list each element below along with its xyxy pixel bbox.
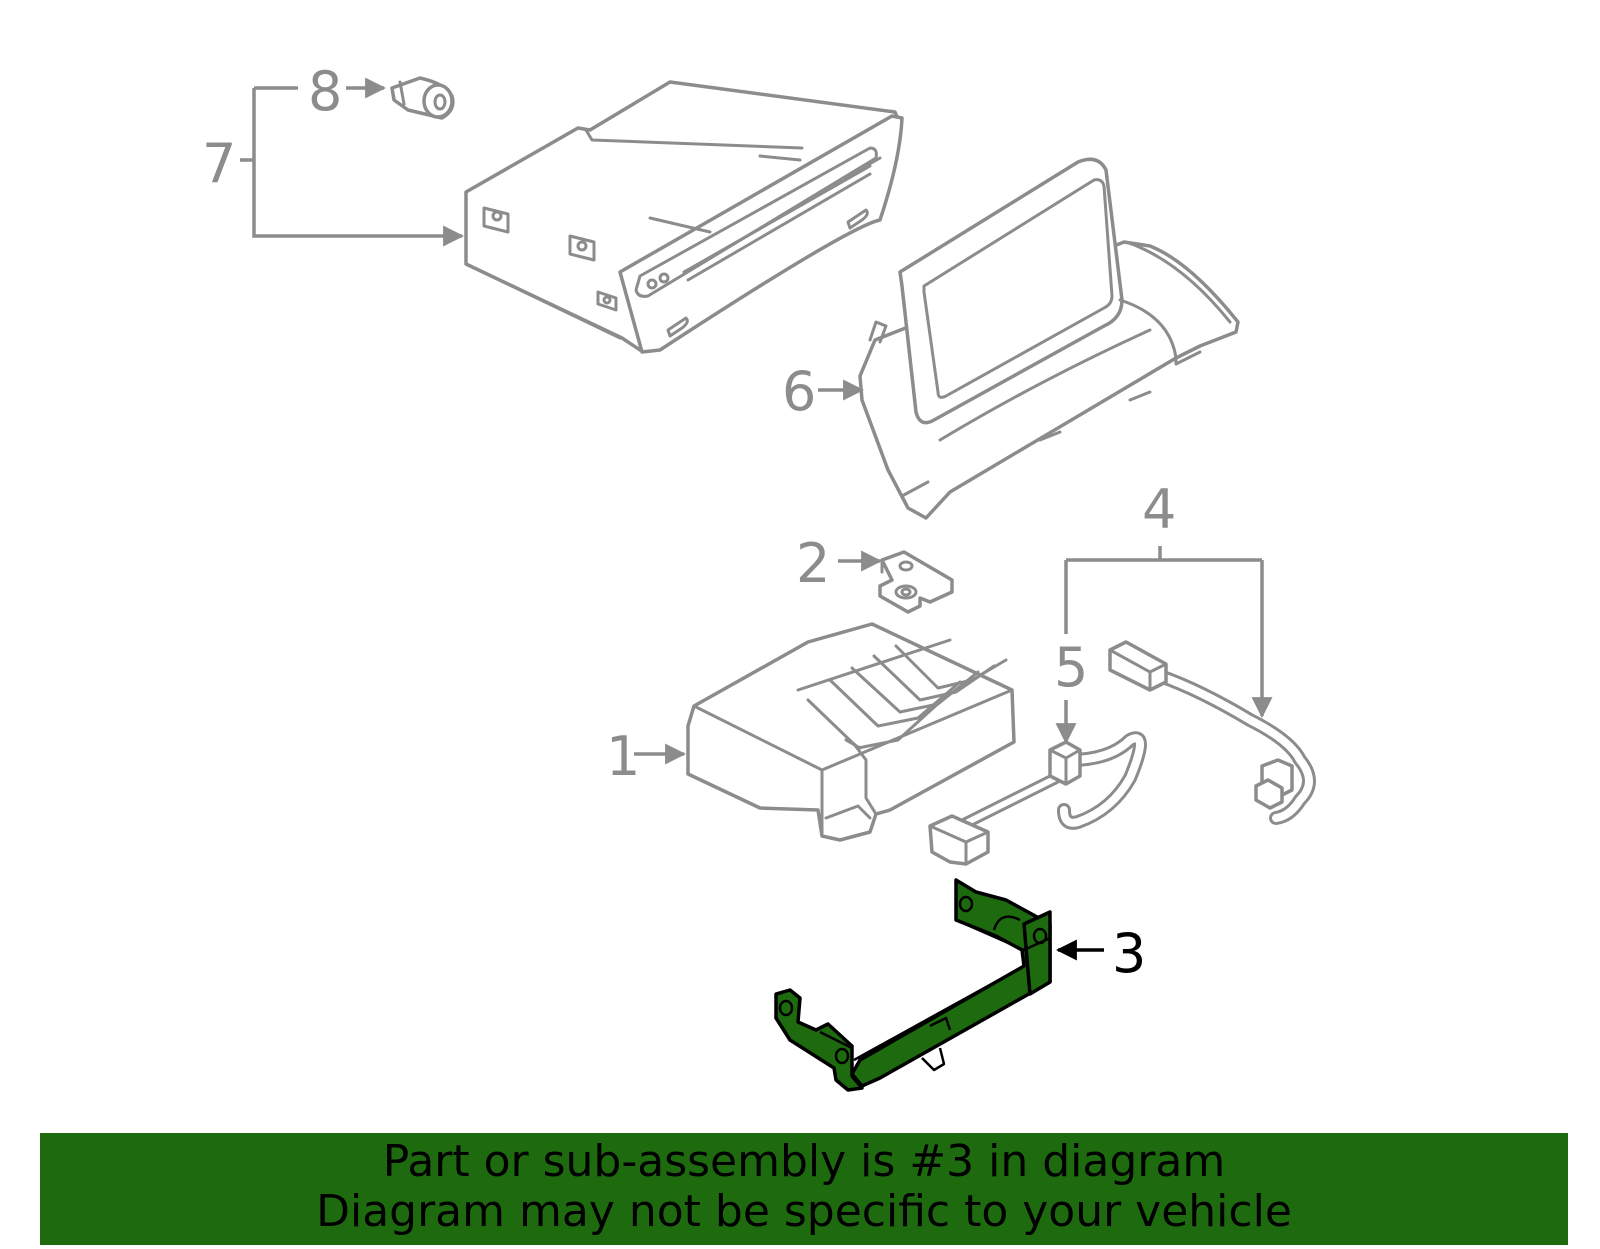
part-2-bracket bbox=[878, 550, 954, 614]
part-8-knob bbox=[390, 76, 455, 120]
callout-2: 2 bbox=[796, 532, 830, 595]
part-6-display bbox=[858, 157, 1240, 520]
callout-1: 1 bbox=[606, 725, 640, 788]
callout-6: 6 bbox=[782, 360, 816, 423]
banner-line-1: Part or sub-assembly is #3 in diagram bbox=[382, 1136, 1226, 1187]
part-3-bracket-highlighted bbox=[774, 878, 1052, 1092]
callout-5: 5 bbox=[1054, 636, 1088, 699]
leader-lines bbox=[240, 77, 1262, 961]
callout-7: 7 bbox=[202, 132, 236, 195]
banner-line-2: Diagram may not be specific to your vehi… bbox=[316, 1186, 1292, 1237]
part-5-harness bbox=[928, 731, 1147, 866]
part-4-harness bbox=[1108, 640, 1316, 825]
part-7-head-unit bbox=[464, 80, 904, 354]
callout-3: 3 bbox=[1112, 922, 1146, 985]
part-1-module bbox=[686, 622, 1016, 842]
callout-4: 4 bbox=[1142, 478, 1176, 541]
info-banner: Part or sub-assembly is #3 in diagram Di… bbox=[40, 1133, 1568, 1245]
callout-8: 8 bbox=[308, 60, 342, 123]
